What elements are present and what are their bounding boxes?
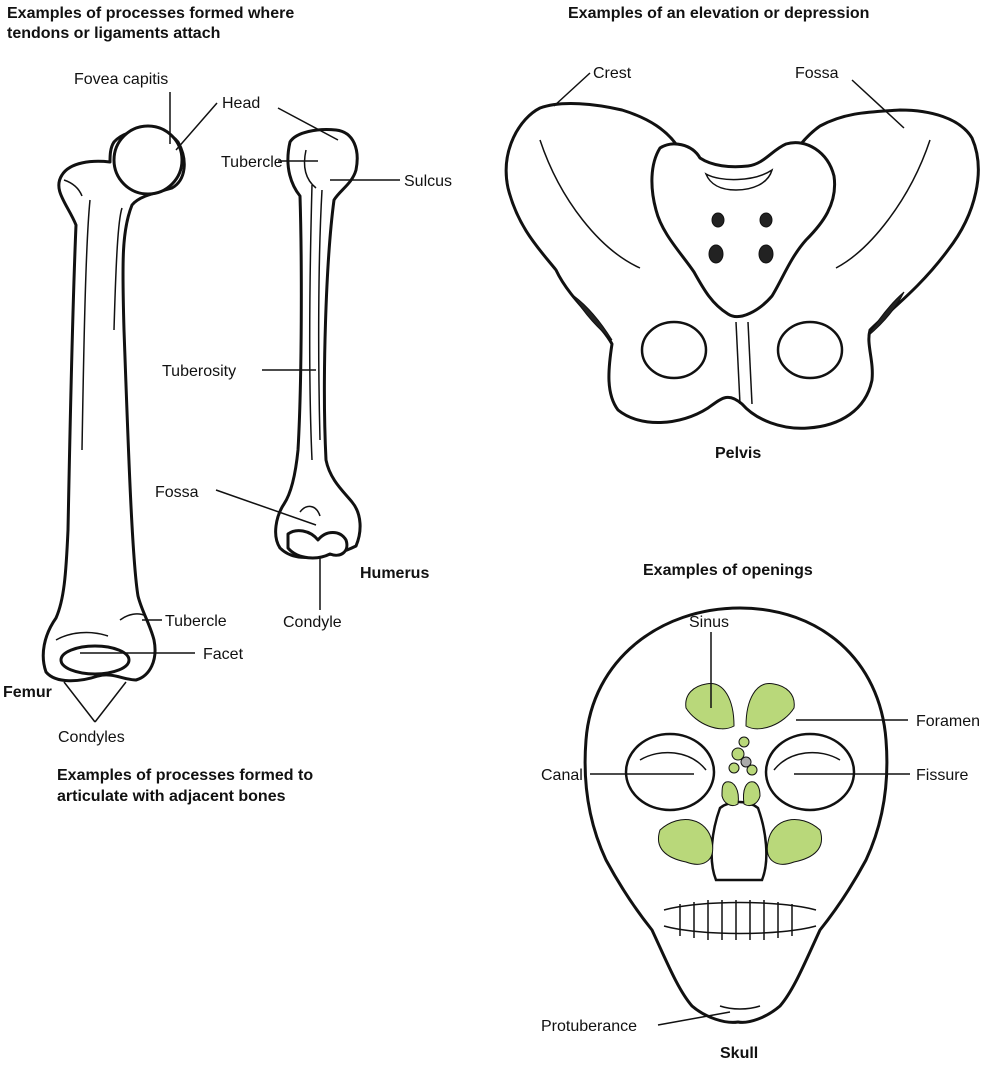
sinus-ethmoid-3 bbox=[728, 762, 740, 774]
leader-condyles-right bbox=[94, 681, 127, 723]
heading-tendons-line1: Examples of processes formed where bbox=[7, 5, 294, 22]
label-facet: Facet bbox=[203, 646, 244, 663]
sinus-frontal-right bbox=[745, 683, 795, 730]
label-sulcus: Sulcus bbox=[404, 173, 452, 190]
pelvis-illustration bbox=[504, 102, 980, 430]
humerus-illustration bbox=[274, 128, 362, 560]
label-condyles: Condyles bbox=[58, 729, 125, 746]
label-protuberance: Protuberance bbox=[541, 1018, 637, 1035]
label-fovea-capitis: Fovea capitis bbox=[74, 71, 168, 88]
label-sinus: Sinus bbox=[689, 614, 729, 631]
label-femur-head: Head bbox=[222, 95, 260, 112]
label-tuberosity: Tuberosity bbox=[162, 363, 236, 380]
label-skull: Skull bbox=[720, 1045, 758, 1062]
label-foramen: Foramen bbox=[916, 713, 980, 730]
sinus-maxillary-right bbox=[766, 819, 822, 865]
leader-humerus-fossa bbox=[215, 489, 317, 526]
heading-articulate-line1: Examples of processes formed to bbox=[57, 767, 313, 784]
label-condyle: Condyle bbox=[283, 614, 342, 631]
sinus-maxillary-left bbox=[658, 819, 714, 865]
femur-illustration bbox=[41, 124, 186, 683]
leader-crest bbox=[553, 72, 591, 107]
leader-pelvis-fossa bbox=[851, 79, 905, 129]
heading-openings: Examples of openings bbox=[643, 562, 813, 579]
sinus-nasal-left bbox=[721, 781, 739, 807]
label-humerus: Humerus bbox=[360, 565, 429, 582]
sinus-frontal-left bbox=[685, 683, 735, 730]
label-canal: Canal bbox=[541, 767, 583, 784]
label-crest: Crest bbox=[593, 65, 632, 82]
leader-humerus-head bbox=[277, 107, 339, 141]
label-femur: Femur bbox=[3, 684, 52, 701]
label-pelvis-fossa: Fossa bbox=[795, 65, 839, 82]
label-pelvis: Pelvis bbox=[715, 445, 761, 462]
sinus-ethmoid-2 bbox=[738, 736, 750, 748]
leader-condyles-left bbox=[63, 681, 96, 723]
label-humerus-fossa: Fossa bbox=[155, 484, 199, 501]
sinus-sphenoid bbox=[740, 756, 752, 768]
heading-tendons-line2: tendons or ligaments attach bbox=[7, 25, 220, 42]
leader-protuberance bbox=[657, 1011, 731, 1026]
skull-illustration bbox=[583, 606, 889, 1024]
sinus-ethmoid-4 bbox=[746, 764, 758, 776]
label-fissure: Fissure bbox=[916, 767, 969, 784]
label-humerus-tubercle: Tubercle bbox=[221, 154, 283, 171]
sinus-ethmoid-1 bbox=[731, 747, 745, 761]
leader-femur-head bbox=[175, 102, 218, 151]
sinus-nasal-right bbox=[743, 781, 761, 807]
label-femur-tubercle: Tubercle bbox=[165, 613, 227, 630]
heading-articulate-line2: articulate with adjacent bones bbox=[57, 788, 286, 805]
heading-elevation-depression: Examples of an elevation or depression bbox=[568, 5, 869, 22]
